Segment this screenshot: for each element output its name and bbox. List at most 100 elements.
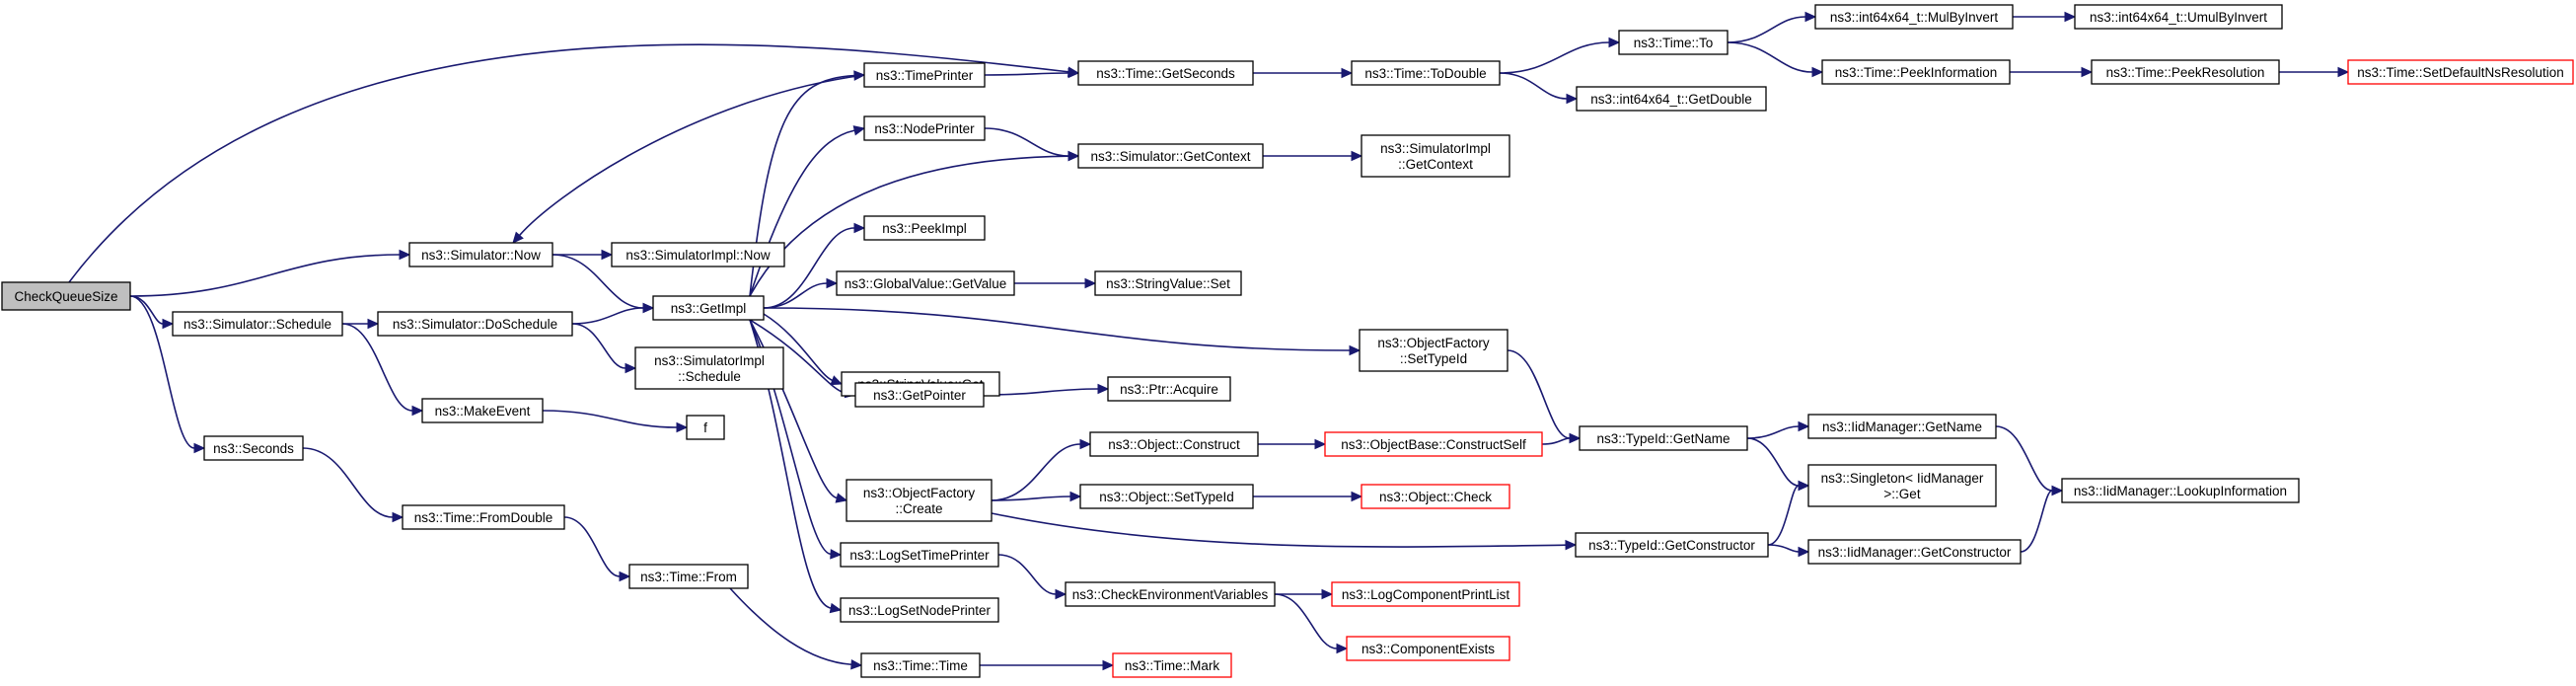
node-objcheck[interactable]: ns3::Object::Check <box>1361 484 1510 509</box>
node-peekinformation[interactable]: ns3::Time::PeekInformation <box>1821 59 2011 85</box>
arrowhead <box>1314 438 1327 450</box>
node-peekimpl[interactable]: ns3::PeekImpl <box>863 215 986 241</box>
node-ofcreate[interactable]: ns3::ObjectFactory::Create <box>846 479 993 522</box>
arrowhead <box>1336 643 1349 654</box>
node-strvalueset[interactable]: ns3::StringValue::Set <box>1094 270 1242 296</box>
edge-peekresolution-to-setdefaultnsres <box>2279 66 2350 78</box>
node-compexists[interactable]: ns3::ComponentExists <box>1346 636 1510 661</box>
node-peekresolution[interactable]: ns3::Time::PeekResolution <box>2091 59 2280 85</box>
edge-timeto-to-peekinformation <box>1727 41 1824 78</box>
node-simimplschedule[interactable]: ns3::SimulatorImpl::Schedule <box>634 346 784 390</box>
arrowhead <box>829 602 843 614</box>
node-todouble[interactable]: ns3::Time::ToDouble <box>1351 60 1501 86</box>
node-label: ns3::StringValue::Set <box>1106 276 1230 291</box>
node-iidgetname[interactable]: ns3::IidManager::GetName <box>1807 414 1997 439</box>
node-getcontext[interactable]: ns3::Simulator::GetContext <box>1077 143 1264 169</box>
node-nodeprinter[interactable]: ns3::NodePrinter <box>863 115 986 141</box>
node-getpointer[interactable]: ns3::GetPointer <box>854 382 985 408</box>
node-label: ns3::LogComponentPrintList <box>1342 587 1510 602</box>
arrowhead <box>1798 420 1810 432</box>
arrowhead <box>367 318 380 330</box>
node-fromdouble[interactable]: ns3::Time::FromDouble <box>402 504 565 530</box>
node-label: ns3::CheckEnvironmentVariables <box>1072 587 1269 602</box>
node-checkenv[interactable]: ns3::CheckEnvironmentVariables <box>1065 581 1276 607</box>
node-typeidgetname[interactable]: ns3::TypeId::GetName <box>1579 425 1748 451</box>
edge-line <box>729 587 852 666</box>
node-timemark[interactable]: ns3::Time::Mark <box>1112 652 1232 678</box>
node-getseconds[interactable]: ns3::Time::GetSeconds <box>1077 60 1254 86</box>
arrowhead <box>1798 480 1810 492</box>
node-label: ns3::Time::PeekResolution <box>2106 65 2265 80</box>
node-label: ns3::int64x64_t::MulByInvert <box>1830 10 1999 25</box>
node-box <box>863 62 986 88</box>
node-umulbyinvert[interactable]: ns3::int64x64_t::UmulByInvert <box>2074 4 2283 30</box>
node-typeidgetconstructor[interactable]: ns3::TypeId::GetConstructor <box>1575 532 1769 558</box>
node-ofsettypeid[interactable]: ns3::ObjectFactory::SetTypeId <box>1359 329 1509 372</box>
edge-line <box>552 254 644 309</box>
edge-logsettimeprinter-to-checkenv <box>997 554 1067 600</box>
edge-getseconds-to-todouble <box>1253 67 1354 79</box>
node-box <box>1079 484 1254 509</box>
edge-line <box>68 43 1069 283</box>
node-label: ::GetContext <box>1398 157 1473 172</box>
edge-line <box>984 127 1069 157</box>
node-box <box>1361 484 1510 509</box>
node-now[interactable]: ns3::Simulator::Now <box>408 242 553 267</box>
edge-line <box>749 74 855 297</box>
edge-line <box>1541 437 1571 445</box>
edge-line <box>341 323 413 412</box>
node-checkqueuesize[interactable]: CheckQueueSize <box>1 281 131 311</box>
edge-line <box>1995 425 2053 492</box>
arrowhead <box>1341 67 1354 79</box>
node-mulbyinvert[interactable]: ns3::int64x64_t::MulByInvert <box>1814 4 2014 30</box>
node-gvgetvalue[interactable]: ns3::GlobalValue::GetValue <box>836 270 1015 296</box>
node-box <box>1575 532 1769 558</box>
node-label: ns3::GlobalValue::GetValue <box>845 276 1007 291</box>
node-logcompprintlist[interactable]: ns3::LogComponentPrintList <box>1331 581 1520 607</box>
node-ptracquire[interactable]: ns3::Ptr::Acquire <box>1107 376 1231 402</box>
node-singletonget[interactable]: ns3::Singleton< IidManager >::Get <box>1807 464 1997 507</box>
node-schedule[interactable]: ns3::Simulator::Schedule <box>172 311 343 337</box>
node-box <box>1346 636 1510 661</box>
arrowhead <box>1351 150 1363 162</box>
arrowhead <box>162 318 175 330</box>
node-doschedule[interactable]: ns3::Simulator::DoSchedule <box>377 311 573 337</box>
arrowhead <box>392 511 405 523</box>
node-box <box>863 115 986 141</box>
node-box <box>421 398 544 423</box>
edge-peekinformation-to-peekresolution <box>2010 66 2094 78</box>
edge-objsettypeid-to-objcheck <box>1253 491 1363 502</box>
edge-schedule-to-makeevent <box>341 323 424 417</box>
node-simimplgetcontext[interactable]: ns3::SimulatorImpl::GetContext <box>1361 134 1510 178</box>
edge-line <box>991 443 1081 501</box>
node-timetime[interactable]: ns3::Time::Time <box>860 652 981 678</box>
node-timeprinter[interactable]: ns3::TimePrinter <box>863 62 986 88</box>
node-box <box>628 564 749 589</box>
node-f[interactable]: f <box>686 415 725 440</box>
node-label: ::SetTypeId <box>1400 351 1467 366</box>
node-setdefaultnsres[interactable]: ns3::Time::SetDefaultNsResolution <box>2347 59 2574 85</box>
node-box <box>2061 478 2300 503</box>
node-makeevent[interactable]: ns3::MakeEvent <box>421 398 544 423</box>
node-seconds[interactable]: ns3::Seconds <box>203 435 304 461</box>
node-box <box>1807 539 2022 565</box>
node-logsettimeprinter[interactable]: ns3::LogSetTimePrinter <box>840 542 999 568</box>
node-box <box>1107 376 1231 402</box>
node-simimplnow[interactable]: ns3::SimulatorImpl::Now <box>611 242 785 267</box>
node-constructself[interactable]: ns3::ObjectBase::ConstructSelf <box>1324 431 1543 457</box>
node-label: ns3::PeekImpl <box>882 221 967 236</box>
node-iidgetconstructor[interactable]: ns3::IidManager::GetConstructor <box>1807 539 2022 565</box>
node-objconstruct[interactable]: ns3::Object::Construct <box>1089 431 1259 457</box>
edge-timeto-to-mulbyinvert <box>1727 11 1817 43</box>
node-label: ns3::ObjectFactory <box>1377 336 1490 350</box>
node-objsettypeid[interactable]: ns3::Object::SetTypeId <box>1079 484 1254 509</box>
node-int64getdouble[interactable]: ns3::int64x64_t::GetDouble <box>1576 86 1767 112</box>
node-timefrom[interactable]: ns3::Time::From <box>628 564 749 589</box>
node-timeto[interactable]: ns3::Time::To <box>1618 30 1729 55</box>
node-getimpl[interactable]: ns3::GetImpl <box>652 295 765 321</box>
node-lookupinformation[interactable]: ns3::IidManager::LookupInformation <box>2061 478 2300 503</box>
node-label: ns3::IidManager::GetName <box>1822 419 1982 434</box>
node-label: ns3::IidManager::GetConstructor <box>1818 545 2012 560</box>
node-logsetnodeprinter[interactable]: ns3::LogSetNodePrinter <box>840 597 999 623</box>
edge-line <box>518 74 865 236</box>
